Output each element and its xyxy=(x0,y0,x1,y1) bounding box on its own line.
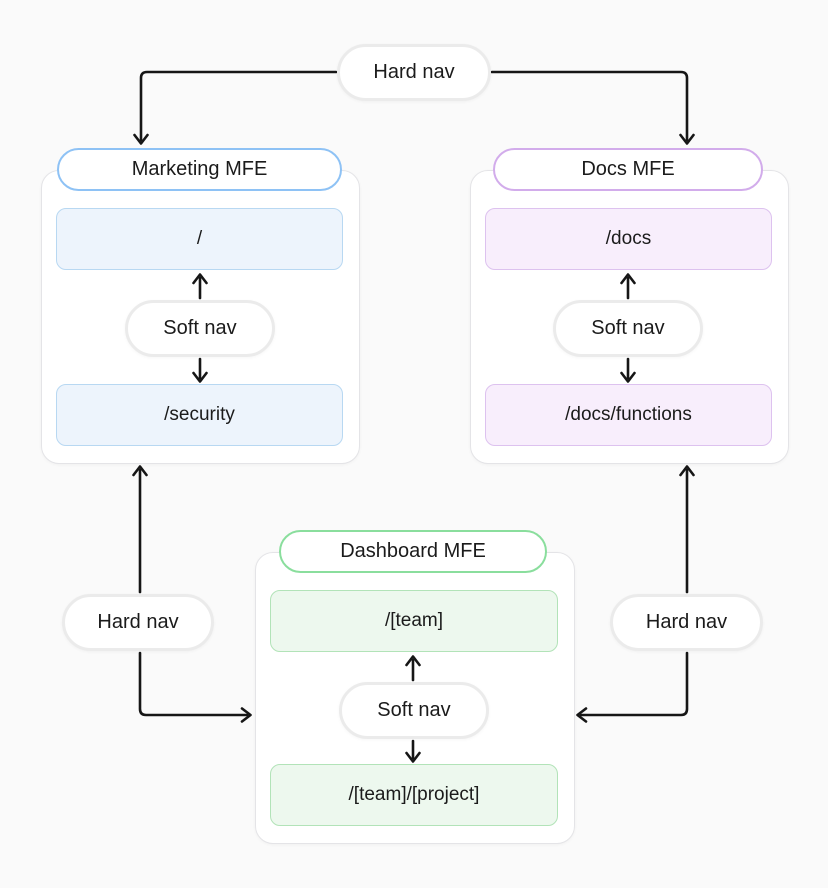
arrowhead-down-marketing xyxy=(133,133,149,145)
hard-nav-pill-top: Hard nav xyxy=(337,44,491,101)
arrowhead-right xyxy=(240,707,252,723)
soft-nav-label: Soft nav xyxy=(163,317,237,339)
route-label: /[team] xyxy=(384,610,444,631)
arrowhead-up-left xyxy=(132,465,148,477)
route-label: /[team]/[project] xyxy=(348,784,480,805)
soft-nav-label: Soft nav xyxy=(377,699,451,721)
dashboard-mfe-title-pill: Dashboard MFE xyxy=(279,530,547,573)
route-label: /docs/functions xyxy=(565,404,692,425)
arrow-right-to-dashboard xyxy=(579,651,689,717)
dashboard-route-team: /[team] xyxy=(270,590,558,652)
hard-nav-pill-left: Hard nav xyxy=(62,594,214,651)
hard-nav-pill-right: Hard nav xyxy=(610,594,763,651)
marketing-mfe-title: Marketing MFE xyxy=(131,158,268,180)
hard-nav-label: Hard nav xyxy=(373,61,455,83)
route-label: / xyxy=(196,228,203,249)
docs-soft-nav-pill: Soft nav xyxy=(553,300,703,357)
arrowhead-down-docs xyxy=(679,133,695,145)
arrowhead-left xyxy=(576,707,588,723)
marketing-soft-nav-pill: Soft nav xyxy=(125,300,275,357)
arrow-left-to-dashboard xyxy=(138,651,249,717)
docs-mfe-title-pill: Docs MFE xyxy=(493,148,763,191)
arrow-top-to-marketing xyxy=(139,70,338,142)
route-label: /security xyxy=(164,404,235,425)
dashboard-soft-nav-pill: Soft nav xyxy=(339,682,489,739)
docs-mfe-title: Docs MFE xyxy=(581,158,675,180)
docs-route-docs: /docs xyxy=(485,208,772,270)
docs-route-functions: /docs/functions xyxy=(485,384,772,446)
arrow-top-to-docs xyxy=(490,70,689,142)
marketing-route-root: / xyxy=(56,208,343,270)
marketing-route-security: /security xyxy=(56,384,343,446)
dashboard-mfe-title: Dashboard MFE xyxy=(340,540,486,562)
hard-nav-label: Hard nav xyxy=(645,611,728,633)
marketing-mfe-title-pill: Marketing MFE xyxy=(57,148,342,191)
hard-nav-label: Hard nav xyxy=(97,611,179,633)
arrowhead-up-right xyxy=(679,465,695,477)
soft-nav-label: Soft nav xyxy=(591,317,665,339)
dashboard-route-project: /[team]/[project] xyxy=(270,764,558,826)
route-label: /docs xyxy=(605,228,652,249)
